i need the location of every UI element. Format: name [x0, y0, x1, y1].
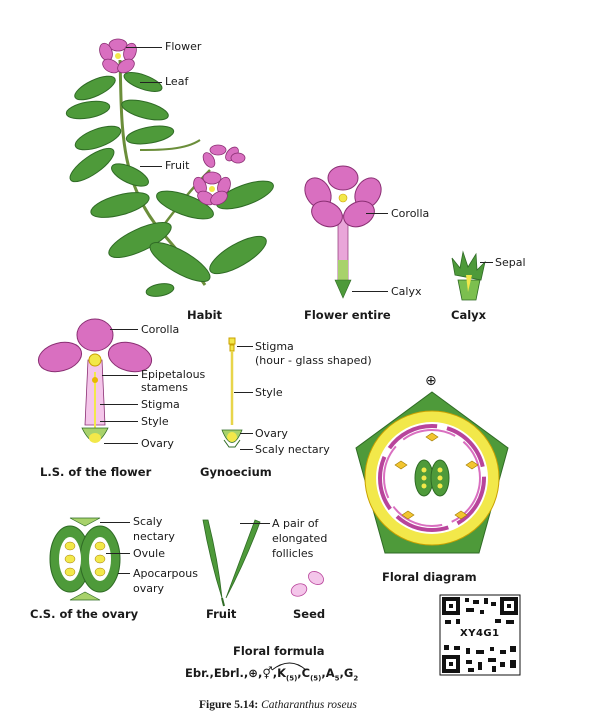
label-corolla-ls: Corolla	[141, 323, 180, 336]
label-epipetalous: Epipetalous	[141, 368, 206, 381]
flower-entire-caption: Flower entire	[304, 308, 391, 322]
label-ovary-gyn: Ovary	[255, 427, 288, 440]
formula-k: K	[277, 666, 286, 680]
label-style-gyn: Style	[255, 386, 283, 399]
label-apocarpous: Apocarpous	[133, 567, 198, 580]
label-style-ls: Style	[141, 415, 169, 428]
formula-actinomorphic: ⊕	[248, 666, 258, 680]
floral-formula-title: Floral formula	[233, 644, 325, 658]
label-fruit: Fruit	[165, 159, 190, 172]
label-pair-of: A pair of	[272, 517, 319, 530]
label-ovary-ls: Ovary	[141, 437, 174, 450]
label-flower: Flower	[165, 40, 202, 53]
label-calyx-entire: Calyx	[391, 285, 422, 298]
qr-code-label: XY4G1	[458, 628, 502, 639]
formula-k-sub: (5)	[286, 674, 298, 683]
formula-comma-5: ,	[339, 666, 344, 680]
label-elongated: elongated	[272, 532, 328, 545]
formula-c: C	[301, 666, 311, 680]
seed-caption: Seed	[293, 607, 326, 621]
label-ovary-cs: ovary	[133, 582, 165, 595]
formula-bracts: Ebr.,Ebrl.,	[185, 666, 249, 680]
label-stigma-gyn: Stigma	[255, 340, 294, 353]
label-leaf: Leaf	[165, 75, 189, 88]
formula-comma-4: ,	[321, 666, 326, 680]
label-hourglass: (hour - glass shaped)	[255, 354, 372, 367]
label-ovule: Ovule	[133, 547, 165, 560]
gynoecium-caption: Gynoecium	[200, 465, 272, 479]
formula-a: A	[325, 666, 335, 680]
label-stamens: stamens	[141, 381, 188, 394]
actinomorphic-symbol: ⊕	[425, 373, 437, 389]
formula-g-sub: 2	[353, 674, 359, 683]
label-nectary: nectary	[133, 530, 175, 543]
figure-number: Figure 5.14:	[199, 699, 259, 711]
ls-flower-caption: L.S. of the flower	[40, 465, 152, 479]
label-sepal: Sepal	[495, 256, 526, 269]
calyx-caption: Calyx	[451, 308, 487, 322]
formula-comma-3: ,	[297, 666, 302, 680]
floral-formula: Ebr.,Ebrl.,⊕,⚥,K(5),C(5),A5,G2	[185, 666, 358, 682]
formula-a-sub: 5	[334, 674, 340, 683]
formula-comma-2: ,	[272, 666, 278, 680]
label-scaly-nectary-gyn: Scaly nectary	[255, 443, 330, 456]
formula-bisexual: ⚥	[262, 666, 273, 680]
label-corolla-entire: Corolla	[391, 207, 430, 220]
cs-ovary-caption: C.S. of the ovary	[30, 607, 139, 621]
floral-diagram-caption: Floral diagram	[382, 570, 477, 584]
formula-g: G	[343, 666, 354, 680]
formula-c-sub: (5)	[310, 674, 322, 683]
fruit-caption: Fruit	[206, 607, 237, 621]
figure-species: Catharanthus roseus	[261, 699, 357, 711]
label-stigma-ls: Stigma	[141, 398, 180, 411]
figure-caption: Figure 5.14: Catharanthus roseus	[199, 699, 357, 711]
label-follicles: follicles	[272, 547, 314, 560]
formula-comma: ,	[257, 666, 263, 680]
habit-caption: Habit	[187, 308, 223, 322]
label-scaly: Scaly	[133, 515, 163, 528]
